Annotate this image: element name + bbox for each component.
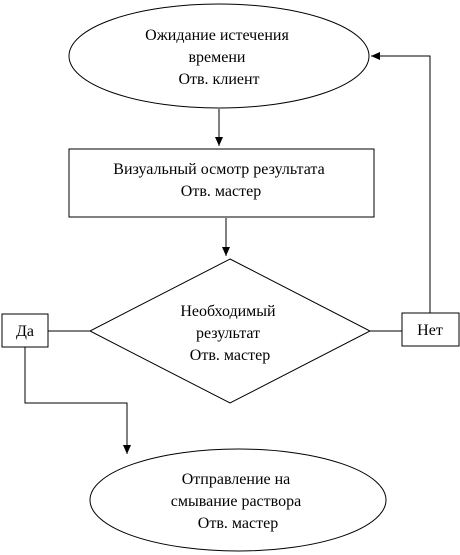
node-wait: Ожидание истечения времени Отв. клиент: [68, 3, 370, 109]
node-send-label: Отправление на смывание раствора Отв. ма…: [171, 471, 305, 532]
node-yes-label: Да: [16, 323, 34, 340]
node-send-line: Отправление на: [182, 471, 291, 488]
node-send-line: Отв. мастер: [198, 515, 278, 532]
node-yes-line: Да: [16, 323, 34, 340]
node-decision-line: результат: [196, 325, 260, 342]
edge-no-to-wait: [371, 52, 431, 313]
node-wait-shape: [68, 3, 370, 109]
node-no-shape: [401, 312, 460, 347]
node-no: Нет: [401, 312, 460, 347]
node-wait-label: Ожидание истечения времени Отв. клиент: [145, 27, 293, 88]
node-decision-line: Необходимый: [180, 303, 276, 320]
node-decision: Необходимый результат Отв. мастер: [88, 258, 372, 404]
node-send: Отправление на смывание раствора Отв. ма…: [89, 448, 387, 552]
node-wait-line: Ожидание истечения: [145, 27, 289, 44]
node-inspect-line: Визуальный осмотр результата: [113, 161, 324, 178]
node-inspect-shape: [68, 148, 375, 218]
node-wait-line: времени: [188, 49, 245, 66]
node-no-label: Нет: [417, 322, 443, 339]
node-decision-label: Необходимый результат Отв. мастер: [180, 303, 279, 364]
node-inspect-line: Отв. мастер: [181, 183, 261, 200]
node-yes: Да: [1, 313, 49, 348]
edge-yes-to-send: [24, 347, 131, 454]
node-no-line: Нет: [417, 322, 443, 339]
node-yes-shape: [1, 313, 49, 348]
node-send-line: смывание раствора: [171, 493, 301, 510]
node-wait-line: Отв. клиент: [178, 71, 259, 88]
node-send-shape: [89, 448, 387, 552]
node-decision-shape: [88, 258, 372, 404]
node-inspect-label: Визуальный осмотр результата Отв. мастер: [113, 161, 328, 200]
node-decision-line: Отв. мастер: [190, 347, 270, 364]
node-inspect: Визуальный осмотр результата Отв. мастер: [68, 148, 375, 218]
